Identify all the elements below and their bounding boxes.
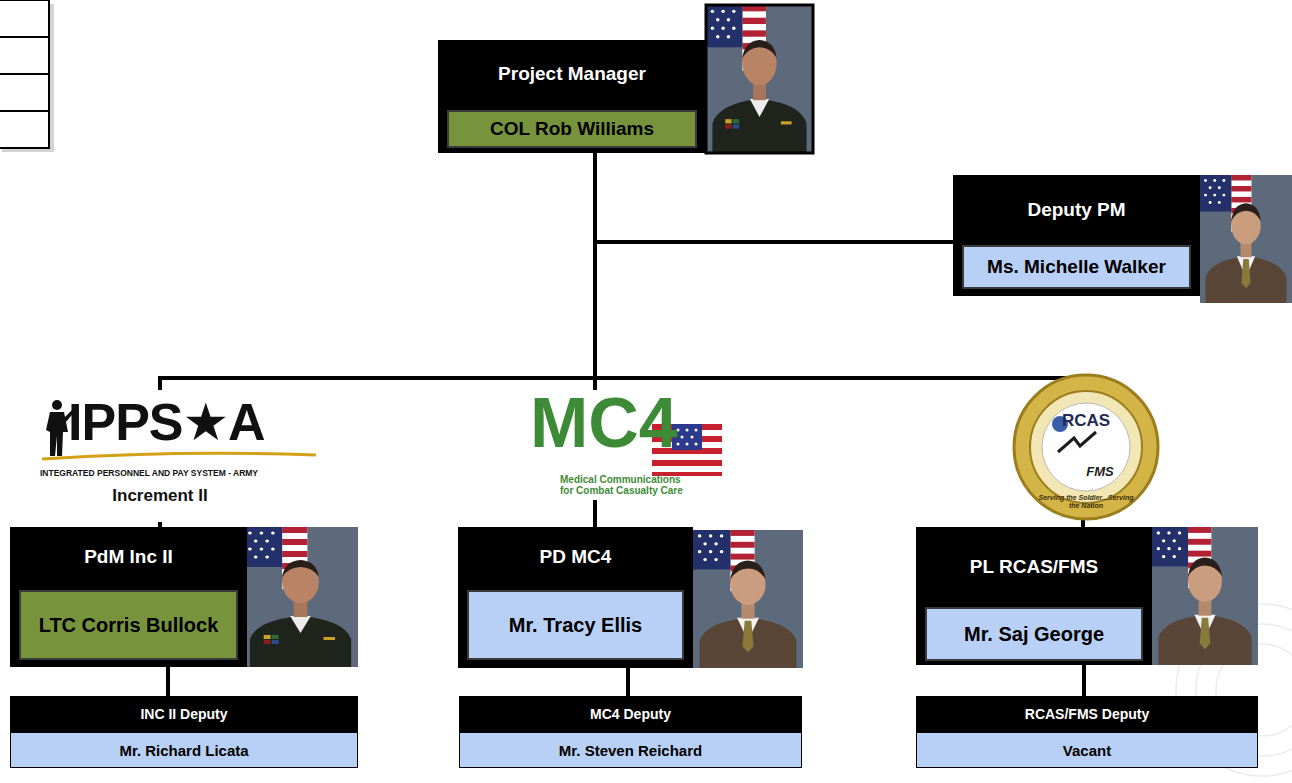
flag-stars <box>677 429 698 446</box>
person-name: Ms. Michelle Walker <box>987 256 1166 278</box>
seal-subtitle-box: FMS <box>1060 462 1140 480</box>
logo-wordmark: MC4 <box>530 388 678 458</box>
role-title: RCAS/FMS Deputy <box>1025 706 1149 722</box>
name-plate: Mr. Tracy Ellis <box>467 590 684 660</box>
person-name: COL Rob Williams <box>490 118 654 140</box>
title-band: Project Manager <box>438 40 706 108</box>
logo-subtitle: Medical Communications for Combat Casual… <box>560 474 688 496</box>
role-title: PL RCAS/FMS <box>970 556 1098 578</box>
title-band: PD MC4 <box>458 527 693 587</box>
title-band: Deputy PM <box>953 175 1200 245</box>
name-plate: Mr. Steven Reichard <box>459 732 802 768</box>
deputy-box: MC4 DeputyMr. Steven Reichard <box>459 696 802 768</box>
seal-center <box>1042 403 1130 491</box>
seal-inner <box>1030 391 1142 503</box>
rcas-seal <box>1014 375 1158 519</box>
role-title: INC II Deputy <box>140 706 227 722</box>
person-name: LTC Corris Bullock <box>39 614 219 637</box>
logo-wordmark: IPPS★A <box>68 396 265 448</box>
portrait-photo <box>706 5 813 153</box>
table-rule <box>0 110 49 112</box>
seal-ring <box>1014 375 1158 519</box>
gold-swoosh <box>42 453 316 459</box>
org-connector <box>595 153 953 242</box>
position-box: PdM Inc II LTC Corris Bullock <box>10 527 247 667</box>
deputy-box: INC II DeputyMr. Richard Licata <box>10 696 358 768</box>
logo-subtitle-box: Medical Communications for Combat Casual… <box>560 474 688 498</box>
logo-wordmark-box: MC4 <box>530 388 720 458</box>
seal-subtitle: FMS <box>1086 465 1113 478</box>
corner-table <box>0 0 54 152</box>
logo-wordmark-box: IPPS★A <box>68 396 328 448</box>
position-box: PD MC4Mr. Tracy Ellis <box>458 527 693 668</box>
seal-motto: Serving the Soldier...Serving the Nation <box>1038 494 1134 509</box>
portrait-photo <box>1200 175 1292 303</box>
title-band: PL RCAS/FMS <box>916 527 1152 607</box>
title-band: RCAS/FMS Deputy <box>916 696 1258 732</box>
increment-label: Increment II <box>112 487 207 504</box>
table-rule <box>0 73 49 75</box>
photo-frame <box>706 5 813 153</box>
title-band: INC II Deputy <box>10 696 358 732</box>
org-connector <box>166 667 170 696</box>
portrait-photo <box>1152 527 1258 665</box>
title-band: MC4 Deputy <box>459 696 802 732</box>
deputy-box: RCAS/FMS DeputyVacant <box>916 696 1258 768</box>
role-title: MC4 Deputy <box>590 706 671 722</box>
portraits <box>243 5 1292 668</box>
seal-title-box: RCAS <box>1036 412 1136 430</box>
role-title: PD MC4 <box>540 546 612 568</box>
position-box: PL RCAS/FMS Mr. Saj George <box>916 527 1152 665</box>
position-box: Deputy PM Ms. Michelle Walker <box>953 175 1200 296</box>
name-plate: COL Rob Williams <box>447 110 697 148</box>
role-title: Project Manager <box>498 63 646 85</box>
name-plate: Ms. Michelle Walker <box>962 245 1191 289</box>
name-plate: LTC Corris Bullock <box>19 590 238 660</box>
name-plate: Mr. Richard Licata <box>10 732 358 768</box>
name-plate: Mr. Saj George <box>925 607 1143 661</box>
org-connector <box>626 668 630 696</box>
logo-ground <box>36 390 326 522</box>
title-band: PdM Inc II <box>10 527 247 587</box>
table-rule <box>0 36 49 38</box>
person-name: Mr. Saj George <box>964 623 1104 646</box>
person-name: Mr. Steven Reichard <box>559 742 702 759</box>
ippsa-logo <box>36 390 326 522</box>
person-name: Mr. Richard Licata <box>119 742 248 759</box>
role-title: PdM Inc II <box>84 546 173 568</box>
soldier-icon <box>52 400 62 410</box>
logo-subtitle: INTEGRATED PERSONNEL AND PAY SYSTEM - AR… <box>40 469 258 478</box>
logo-subtitle-box: INTEGRATED PERSONNEL AND PAY SYSTEM - AR… <box>40 462 325 480</box>
position-box: Project ManagerCOL Rob Williams <box>438 40 706 153</box>
seal-title: RCAS <box>1062 412 1110 429</box>
person-name: Vacant <box>1063 742 1111 759</box>
name-plate: Vacant <box>916 732 1258 768</box>
flag-stripe <box>652 460 722 466</box>
portrait-photo <box>243 527 358 667</box>
seal-motto-box: Serving the Soldier...Serving the Nation <box>1038 494 1134 512</box>
role-title: Deputy PM <box>1027 199 1125 221</box>
table-frame <box>0 0 49 148</box>
seal-emblem <box>1058 432 1096 452</box>
person-name: Mr. Tracy Ellis <box>509 614 642 637</box>
increment-label-box: Increment II <box>60 487 260 505</box>
org-connector <box>1082 665 1086 696</box>
portrait-photo <box>693 530 803 668</box>
